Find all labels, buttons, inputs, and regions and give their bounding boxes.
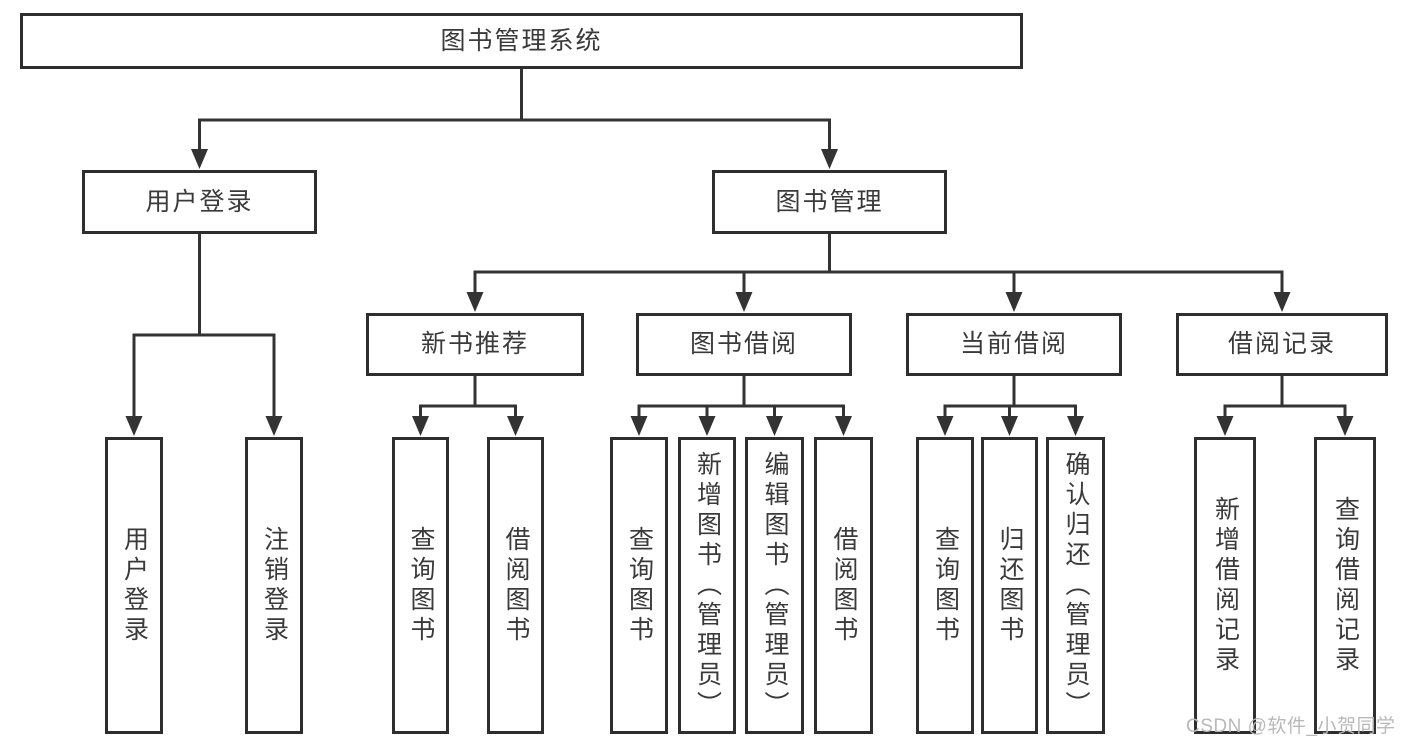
node-br-query: 查询借阅记录 <box>1314 437 1376 734</box>
arrowhead-nb-query <box>412 416 429 436</box>
node-book-mgmt: 图书管理 <box>712 170 947 234</box>
node-label-ul-logout: 注销登录 <box>260 525 289 646</box>
arrowhead-cb-query <box>936 416 954 436</box>
node-label-nb-borrow: 借阅图书 <box>502 525 530 646</box>
node-cb-query: 查询图书 <box>916 437 974 734</box>
node-bb-query: 查询图书 <box>610 437 668 734</box>
arrowhead-bb-add <box>698 416 716 436</box>
arrowhead-bb-query <box>630 416 648 436</box>
node-root: 图书管理系统 <box>20 13 1023 69</box>
arrowhead-new-books <box>466 292 484 312</box>
node-bb-borrow: 借阅图书 <box>814 437 873 734</box>
arrowhead-cb-confirm <box>1067 416 1084 436</box>
arrowhead-current-borrow <box>1005 292 1023 312</box>
arrowhead-bb-edit <box>766 416 783 436</box>
node-ul-login: 用户登录 <box>105 437 163 734</box>
arrowhead-borrow-records <box>1273 292 1291 312</box>
arrowhead-bb-borrow <box>835 416 852 436</box>
node-label-nb-query: 查询图书 <box>407 525 435 646</box>
node-label-bb-add: 新增图书（管理员） <box>693 450 722 721</box>
node-br-add: 新增借阅记录 <box>1194 437 1256 734</box>
node-nb-borrow: 借阅图书 <box>487 437 544 734</box>
node-label-bb-borrow: 借阅图书 <box>830 525 858 646</box>
edge-new-books <box>412 376 524 436</box>
arrowhead-book-borrow <box>735 292 753 312</box>
node-label-current-borrow: 当前借阅 <box>959 330 1068 358</box>
arrowhead-br-add <box>1216 416 1234 436</box>
node-label-user-login: 用户登录 <box>145 187 254 216</box>
node-label-book-mgmt: 图书管理 <box>775 187 884 216</box>
node-label-cb-return: 归还图书 <box>996 525 1024 646</box>
csdn-watermark: CSDN @软件_小贺同学 <box>1186 716 1396 737</box>
node-user-login: 用户登录 <box>82 170 317 234</box>
node-current-borrow: 当前借阅 <box>906 313 1122 376</box>
edge-borrow-records <box>1216 376 1354 436</box>
edge-book-borrow <box>630 376 852 436</box>
node-nb-query: 查询图书 <box>392 437 449 734</box>
node-label-cb-query: 查询图书 <box>931 525 960 646</box>
edge-book-mgmt <box>466 234 1291 312</box>
arrowhead-user-login <box>191 149 208 169</box>
node-label-cb-confirm: 确认归还（管理员） <box>1062 450 1090 721</box>
node-label-book-borrow: 图书借阅 <box>689 330 798 358</box>
node-ul-logout: 注销登录 <box>245 437 303 734</box>
arrowhead-nb-borrow <box>507 416 524 436</box>
node-label-ul-login: 用户登录 <box>120 525 149 646</box>
arrowhead-br-query <box>1336 416 1354 436</box>
node-book-borrow: 图书借阅 <box>636 313 852 376</box>
edge-user-login <box>125 234 283 436</box>
arrowhead-ul-logout <box>265 416 283 436</box>
node-label-borrow-records: 借阅记录 <box>1227 330 1336 358</box>
node-label-root: 图书管理系统 <box>440 26 603 55</box>
arrowhead-book-mgmt <box>821 149 838 169</box>
node-borrow-records: 借阅记录 <box>1176 313 1388 376</box>
node-label-br-query: 查询借阅记录 <box>1331 495 1360 676</box>
arrowhead-cb-return <box>1001 416 1018 436</box>
node-label-new-books: 新书推荐 <box>420 330 529 358</box>
node-cb-return: 归还图书 <box>981 437 1038 734</box>
arrowhead-ul-login <box>125 416 143 436</box>
edge-current-borrow <box>936 376 1084 436</box>
node-new-books: 新书推荐 <box>366 313 584 376</box>
edge-root <box>191 69 838 169</box>
node-cb-confirm: 确认归还（管理员） <box>1046 437 1105 734</box>
node-label-bb-query: 查询图书 <box>625 525 654 646</box>
node-bb-edit: 编辑图书（管理员） <box>745 437 804 734</box>
node-bb-add: 新增图书（管理员） <box>678 437 736 734</box>
node-label-br-add: 新增借阅记录 <box>1211 495 1240 676</box>
node-label-bb-edit: 编辑图书（管理员） <box>761 450 789 721</box>
